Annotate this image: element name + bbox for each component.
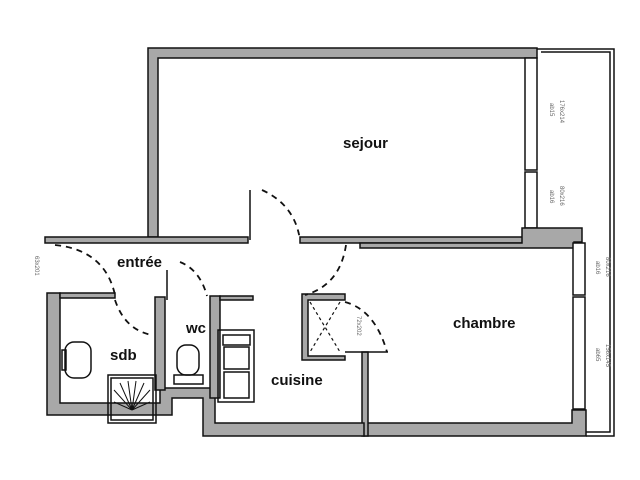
shower-tray: [107, 374, 157, 424]
sdb-top-wall: [59, 292, 116, 299]
dim-chambre-window-1: 80x216: [604, 257, 610, 277]
dim-chambre-window-2-code: ab65: [594, 348, 600, 362]
dim-chambre-window-1-code: ab16: [594, 261, 600, 275]
dim-sejour-window-1: 176x214: [558, 100, 564, 124]
wc-door-swing: [179, 261, 208, 297]
room-label-cuisine: cuisine: [271, 372, 323, 389]
toilet: [173, 344, 204, 385]
dim-closet-door: 72x202: [355, 316, 361, 336]
cuisine-top-wall: [219, 295, 254, 301]
bottom-wall: [46, 292, 365, 437]
closet-cross: [309, 301, 341, 353]
dim-sejour-window-2: 80x216: [558, 186, 564, 206]
balcony-outline: [537, 48, 615, 437]
dim-sejour-window-1-code: ab15: [548, 103, 554, 117]
chambre-corner-wall: [363, 409, 587, 437]
room-label-wc: wc: [185, 320, 206, 337]
entry-door-swing: [54, 244, 116, 296]
closet-door-swing: [344, 301, 388, 353]
sejour-door-swing: [261, 189, 301, 241]
kitchen-sink: [217, 329, 255, 403]
dim-sejour-window-2-code: ab16: [548, 190, 554, 204]
room-label-sejour: sejour: [343, 135, 388, 152]
sejour-window-1: [524, 57, 538, 171]
sdb-door-swing: [114, 299, 153, 336]
wc-left-wall: [154, 296, 166, 391]
room-label-chambre: chambre: [453, 315, 516, 332]
closet-walls: [301, 293, 346, 361]
dim-entry-door: 63x201: [33, 256, 39, 276]
room-label-sdb: sdb: [110, 347, 137, 364]
chambre-window-1: [572, 242, 586, 296]
sejour-bottom-wall: [299, 236, 529, 244]
washbasin: [61, 341, 92, 379]
entree-top-wall: [44, 236, 249, 244]
sejour-window-2: [524, 171, 538, 229]
dim-chambre-window-2: 156x145: [604, 344, 610, 368]
room-label-entree: entrée: [117, 254, 162, 271]
cuisine-door-swing: [304, 244, 347, 296]
chambre-window-2: [572, 296, 586, 410]
